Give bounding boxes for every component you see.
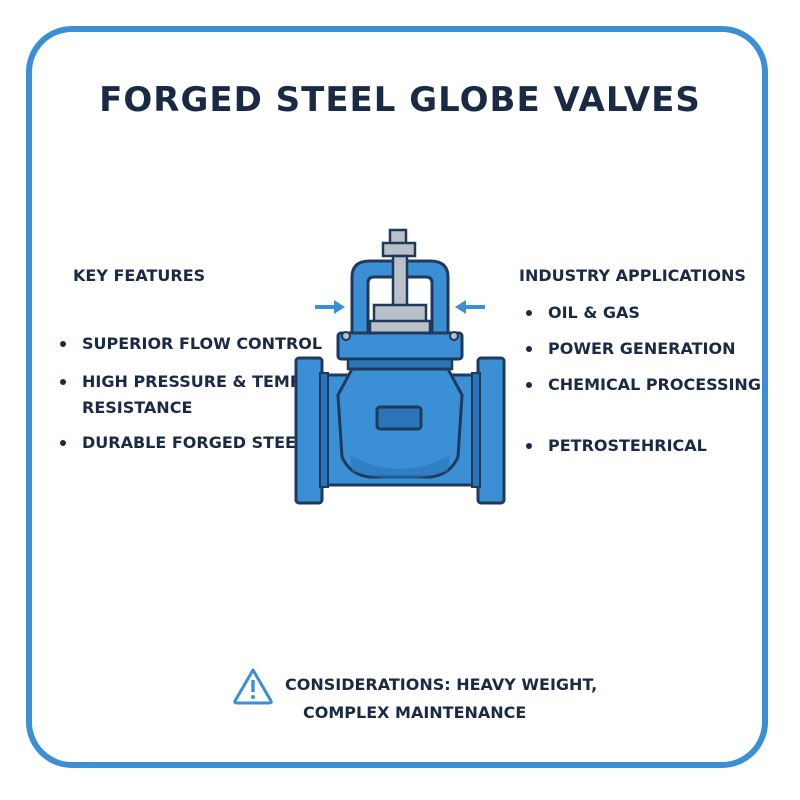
globe-valve-illustration bbox=[294, 228, 506, 505]
list-item-text: SUPERIOR FLOW CONTROL bbox=[82, 334, 323, 353]
bullet-icon bbox=[60, 341, 66, 347]
list-item-text: PETROSTEHRICAL bbox=[548, 436, 707, 455]
bullet-icon bbox=[526, 310, 532, 316]
bullet-icon bbox=[526, 382, 532, 388]
bullet-icon bbox=[526, 346, 532, 352]
page-title: FORGED STEEL GLOBE VALVES bbox=[99, 80, 701, 120]
considerations-line1: CONSIDERATIONS: HEAVY WEIGHT, bbox=[285, 675, 598, 694]
list-item-text: RESISTANCE bbox=[82, 398, 193, 417]
list-item-text: OIL & GAS bbox=[548, 303, 640, 322]
bullet-icon bbox=[60, 379, 66, 385]
bullet-icon bbox=[60, 440, 66, 446]
key-features-heading: KEY FEATURES bbox=[73, 266, 206, 285]
warning-triangle-icon bbox=[233, 668, 273, 705]
list-item-text: HIGH PRESSURE & TEMP. bbox=[82, 372, 305, 391]
left-arrow-icon bbox=[315, 300, 345, 314]
list-item-text: DURABLE FORGED STEEL bbox=[82, 433, 307, 452]
bullet-icon bbox=[526, 443, 532, 449]
list-item-text: POWER GENERATION bbox=[548, 339, 736, 358]
right-arrow-icon bbox=[455, 300, 485, 314]
considerations-line2: COMPLEX MAINTENANCE bbox=[303, 703, 527, 722]
list-item-text: CHEMICAL PROCESSING bbox=[548, 375, 761, 394]
industry-applications-heading: INDUSTRY APPLICATIONS bbox=[519, 266, 746, 285]
considerations-note: CONSIDERATIONS: HEAVY WEIGHT, COMPLEX MA… bbox=[232, 665, 597, 725]
